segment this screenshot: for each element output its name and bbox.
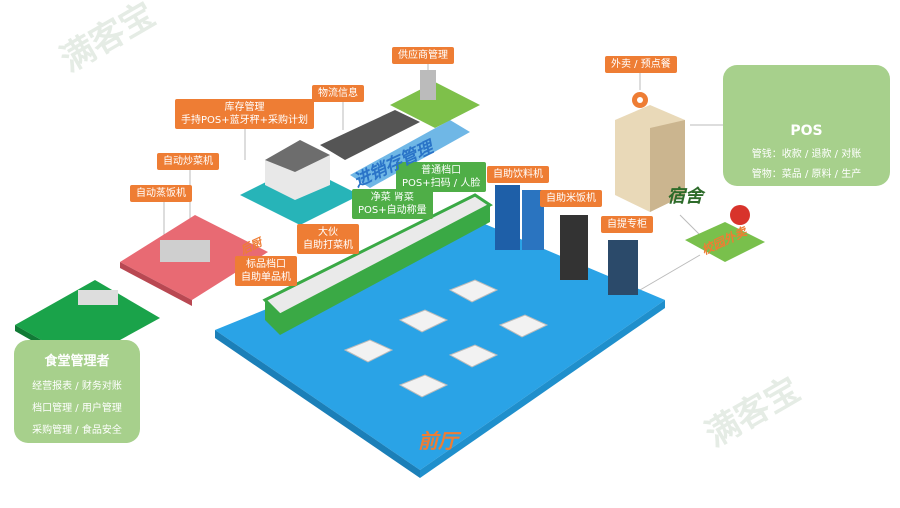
front-hall-floor <box>215 222 665 470</box>
label-auto-stirfry: 自动炒菜机 <box>157 153 219 170</box>
label-supplier: 供应商管理 <box>392 47 454 64</box>
label-takeout: 外卖 / 预点餐 <box>605 56 677 73</box>
pos-line-money: 管钱：收款 / 退款 / 对账 <box>751 149 862 160</box>
connector-lines <box>163 63 723 291</box>
manager-line: 经营报表 / 财务对账 <box>32 381 122 392</box>
logistics-road <box>320 110 420 160</box>
label-rice-machine: 自助米饭机 <box>540 190 602 207</box>
manager-line: 采购管理 / 食品安全 <box>32 425 122 436</box>
pos-title: POS <box>790 123 823 139</box>
area-dormitory: 宿舍 <box>667 186 703 207</box>
pickup-locker <box>608 240 638 295</box>
dining-tables <box>343 279 549 398</box>
pos-line-goods: 管物：菜品 / 原料 / 生产 <box>751 169 862 180</box>
supplier-block <box>390 82 480 128</box>
label-inventory: 库存管理手持POS+蓝牙秤+采购计划 <box>175 99 315 129</box>
manager-title: 食堂管理者 <box>44 354 110 369</box>
manager-info-box: 食堂管理者 经营报表 / 财务对账 档口管理 / 用户管理 采购管理 / 食品安… <box>14 340 140 443</box>
drink-machine <box>495 185 520 250</box>
rice-machine <box>560 215 588 280</box>
manager-line: 档口管理 / 用户管理 <box>32 403 122 414</box>
label-buffet: 大伙自助打菜机 <box>297 224 359 254</box>
area-front-hall: 前厅 <box>418 429 458 453</box>
campus-delivery-patch <box>685 222 765 262</box>
label-standard-stall: 标品档口自助单品机 <box>235 256 297 286</box>
label-logistics: 物流信息 <box>312 85 364 102</box>
label-auto-rice-steamer: 自动蒸饭机 <box>130 185 192 202</box>
pos-info-box: POS 管钱：收款 / 退款 / 对账 管物：菜品 / 原料 / 生产 <box>723 65 890 186</box>
label-pickup-locker: 自提专柜 <box>601 216 653 233</box>
label-drink-machine: 自助饮料机 <box>487 166 549 183</box>
